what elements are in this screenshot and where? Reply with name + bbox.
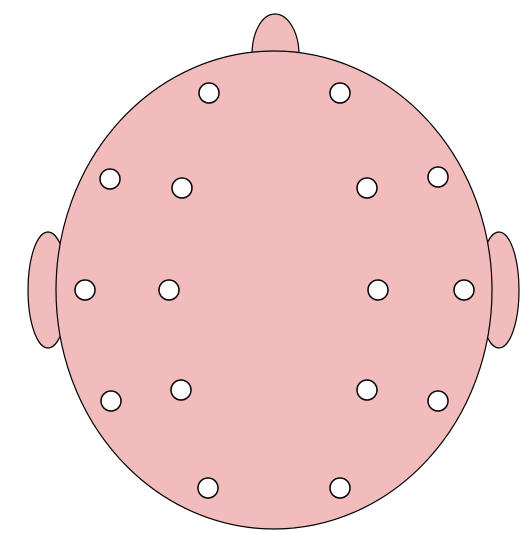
electrode-12 bbox=[171, 380, 191, 400]
electrode-4 bbox=[172, 178, 192, 198]
scalp bbox=[56, 51, 492, 529]
electrode-13 bbox=[357, 380, 377, 400]
electrode-3 bbox=[100, 169, 120, 189]
electrode-9 bbox=[368, 280, 388, 300]
electrode-5 bbox=[357, 178, 377, 198]
electrode-11 bbox=[101, 391, 121, 411]
electrode-1 bbox=[199, 83, 219, 103]
nose bbox=[252, 14, 299, 55]
electrode-16 bbox=[330, 478, 350, 498]
electrode-15 bbox=[198, 478, 218, 498]
electrode-2 bbox=[330, 83, 350, 103]
electrode-8 bbox=[159, 280, 179, 300]
electrode-6 bbox=[428, 167, 448, 187]
electrode-7 bbox=[75, 280, 95, 300]
electrode-14 bbox=[428, 391, 448, 411]
electrode-10 bbox=[454, 280, 474, 300]
head-outline-group bbox=[28, 14, 519, 529]
